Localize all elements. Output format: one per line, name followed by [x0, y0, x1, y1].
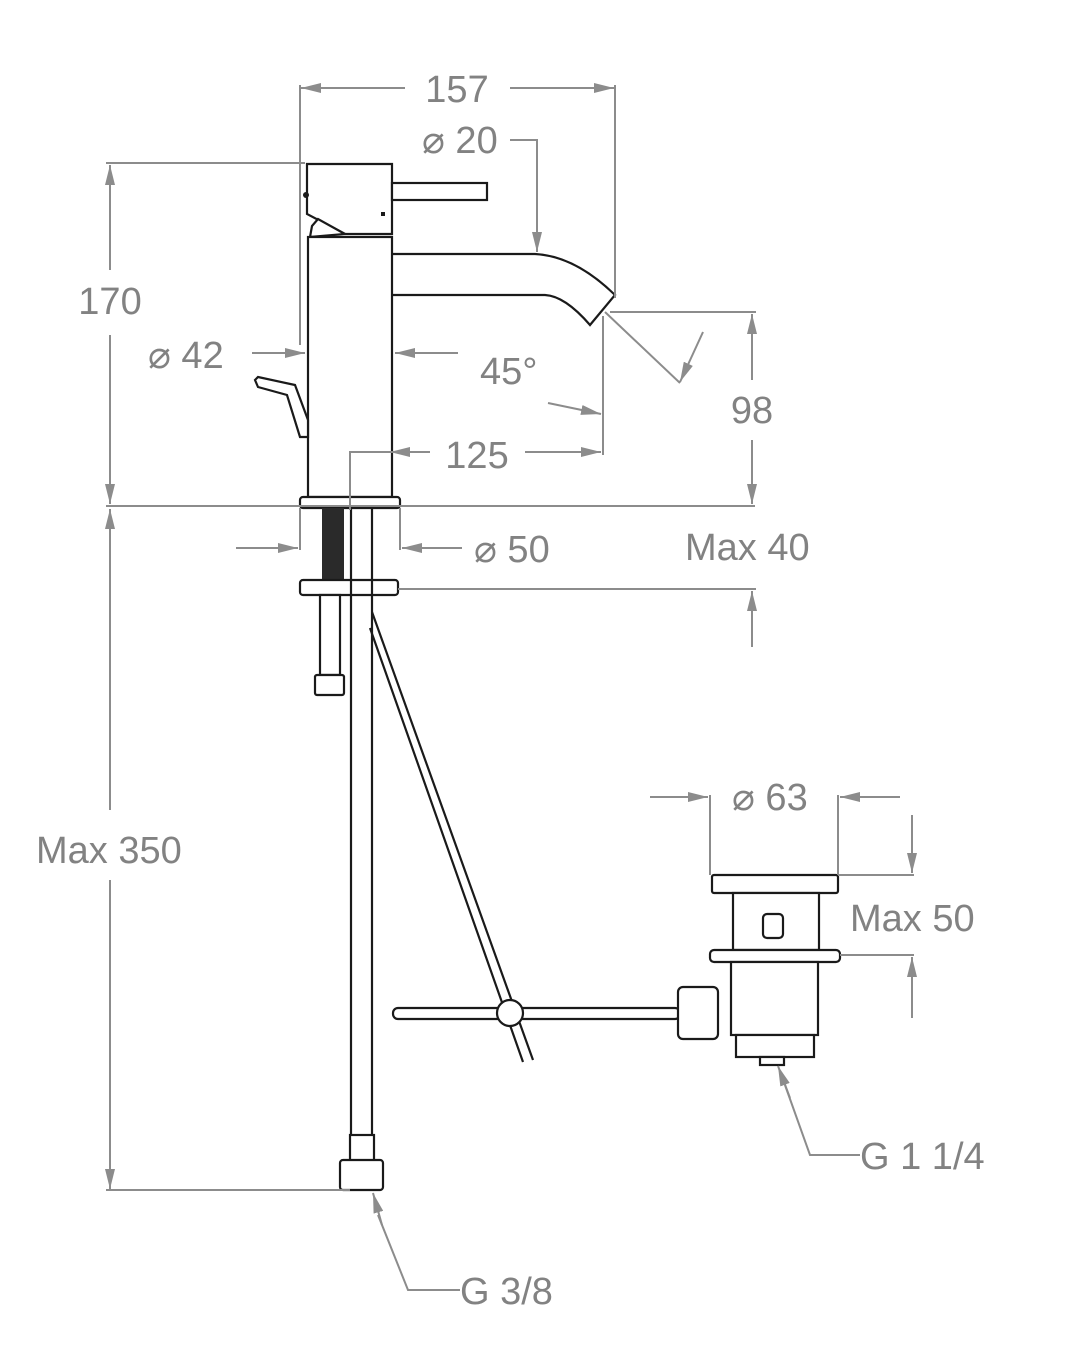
label-max-50: Max 50	[850, 898, 975, 940]
lift-rod	[368, 611, 535, 1063]
waste-side-nut	[676, 985, 720, 1041]
set-screw	[303, 192, 309, 198]
label-waste-thread: G 1 1/4	[860, 1136, 985, 1178]
pop-up-lever	[253, 375, 310, 439]
waste-tail	[758, 1055, 786, 1067]
label-height-170: 170	[78, 281, 141, 323]
handle-cartridge	[305, 162, 394, 236]
label-width-157: 157	[425, 69, 488, 111]
label-spout-diameter: ⌀ 20	[422, 120, 498, 162]
threaded-rod	[322, 508, 344, 580]
fixing-stud	[318, 593, 342, 677]
indicator-dot	[381, 212, 385, 216]
label-max-350: Max 350	[36, 830, 182, 872]
washer	[298, 578, 400, 597]
handle-neck	[308, 217, 349, 239]
hose-nut	[338, 1158, 385, 1192]
spout	[386, 252, 617, 327]
label-body-diameter: ⌀ 42	[148, 335, 224, 377]
label-max-40: Max 40	[685, 527, 810, 569]
label-spout-angle: 45°	[480, 351, 537, 393]
dimension-lines	[105, 83, 917, 1291]
pop-up-waste	[676, 873, 842, 1067]
label-base-diameter: ⌀ 50	[474, 529, 550, 571]
lever-handle	[390, 181, 489, 202]
supply-hose	[349, 508, 374, 1135]
rod-clevis	[495, 998, 525, 1028]
horizontal-rod	[391, 1006, 682, 1021]
faucet	[253, 162, 682, 1192]
fixing-nut	[313, 673, 346, 697]
label-waste-diameter: ⌀ 63	[732, 777, 808, 819]
label-supply-thread: G 3/8	[460, 1271, 553, 1313]
hose-ferrule	[348, 1133, 376, 1163]
waste-cap	[710, 873, 840, 895]
label-spout-height: 98	[731, 390, 773, 432]
waste-bottom	[734, 1033, 816, 1059]
waste-flange	[708, 948, 842, 964]
label-spout-reach: 125	[445, 435, 508, 477]
waste-window	[761, 912, 785, 940]
dimension-labels: 157 ⌀ 20 170 ⌀ 42 45° 98 125 ⌀ 50 Max 40…	[36, 69, 985, 1313]
waste-lower-body	[729, 960, 820, 1037]
